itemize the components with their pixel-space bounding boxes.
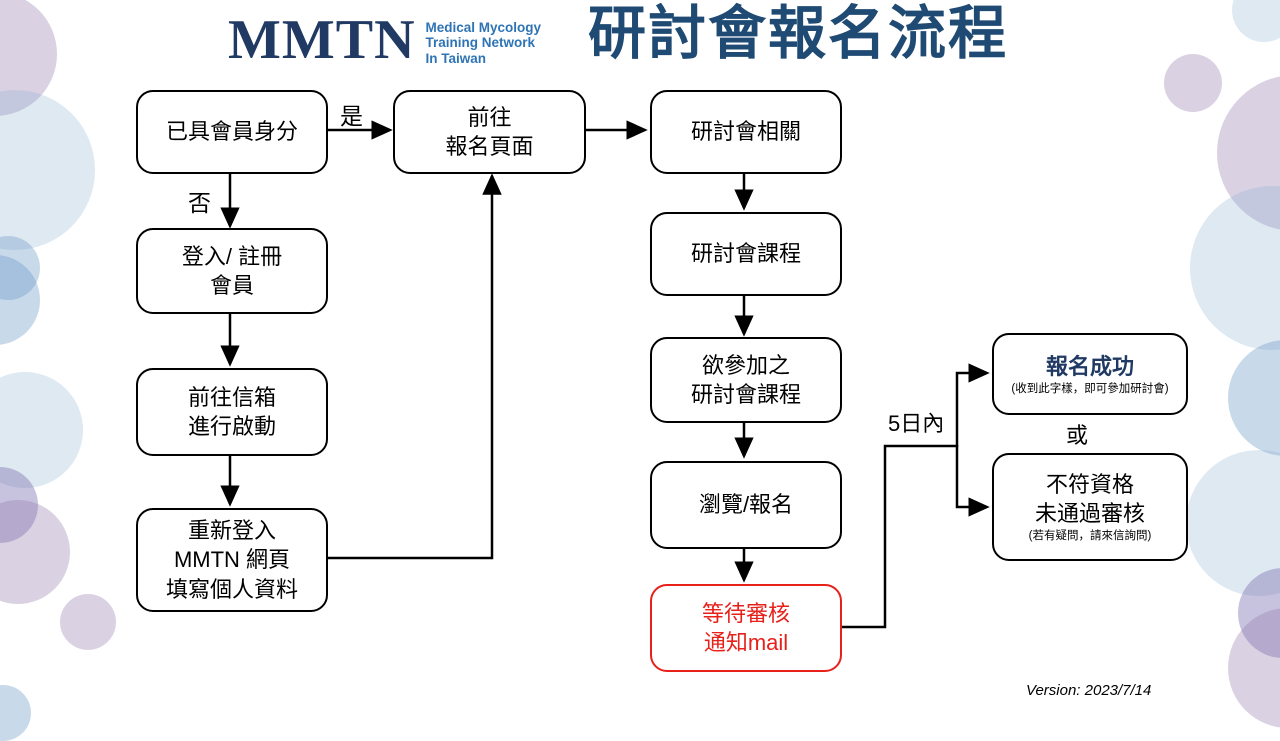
flow-box-label: 重新登入	[187, 518, 276, 544]
page-title: 研討會報名流程	[588, 1, 1009, 66]
flow-box-label: 不符資格	[1045, 472, 1134, 498]
flow-box-relogin-fill-profile: 重新登入 MMTN 網頁 填寫個人資料	[136, 508, 328, 612]
flow-box-label: 通知mail	[703, 630, 789, 655]
flow-box-seminar-related: 研討會相關	[650, 90, 842, 174]
flow-box-not-qualified: 不符資格 未通過審核 (若有疑問，請來信詢問)	[992, 453, 1188, 561]
flow-box-label: 報名頁面	[445, 134, 534, 159]
flow-box-mailbox-activate: 前往信箱 進行啟動	[136, 368, 328, 456]
flow-box-goto-registration: 前往 報名頁面	[393, 90, 586, 174]
flow-box-label: 研討會課程	[690, 382, 801, 407]
flow-box-label: 會員	[209, 273, 254, 298]
flow-box-label: 已具會員身分	[165, 119, 298, 145]
flow-box-label: 前往	[467, 104, 512, 130]
logo-subtitle-line: Medical Mycology	[425, 19, 542, 35]
edge-label-or: 或	[1066, 423, 1089, 448]
mmtn-logo-text: MMTN	[228, 9, 416, 71]
flow-box-seminar-course: 研討會課程	[650, 212, 842, 296]
flow-box-registration-success: 報名成功 (收到此字樣，即可參加研討會)	[992, 333, 1188, 415]
flow-box-label: 報名成功	[1045, 353, 1134, 379]
flow-connectors	[220, 120, 990, 629]
edge-label-within-5-days: 5日內	[888, 411, 945, 436]
logo-subtitle-line: Training Network	[425, 35, 536, 51]
flow-box-label: MMTN 網頁	[173, 547, 291, 573]
edge-label-yes: 是	[340, 103, 363, 129]
flow-box-note: (收到此字樣，即可參加研討會)	[1011, 382, 1169, 395]
mmtn-logo-subtitle: Medical Mycology Training Network In Tai…	[426, 14, 542, 67]
flow-box-label: 進行啟動	[187, 414, 276, 439]
background-circle	[1164, 54, 1222, 112]
flow-box-wait-review-mail: 等待審核 通知mail	[650, 584, 842, 672]
flow-box-label: 等待審核	[701, 600, 790, 626]
logo-subtitle-line: In Taiwan	[425, 50, 487, 66]
flow-box-member: 已具會員身分	[136, 90, 328, 174]
flow-box-label: 填寫個人資料	[165, 576, 298, 602]
flow-box-label: 研討會課程	[690, 241, 801, 267]
flow-box-label: 前往信箱	[187, 384, 276, 410]
flow-box-label: 研討會相關	[690, 119, 801, 145]
flow-box-login-register: 登入/ 註冊 會員	[136, 228, 328, 314]
flow-box-browse-register: 瀏覽/報名	[650, 461, 842, 549]
background-circle	[60, 594, 116, 650]
version-text: Version: 2023/7/14	[1026, 682, 1152, 699]
mmtn-logo: MMTN Medical Mycology Training Network I…	[228, 12, 541, 68]
flow-box-note: (若有疑問，請來信詢問)	[1028, 530, 1152, 543]
flow-box-label: 登入/ 註冊	[181, 243, 283, 269]
flow-box-label: 瀏覽/報名	[698, 492, 794, 518]
edge-label-no: 否	[188, 190, 211, 216]
flow-box-label: 未通過審核	[1034, 501, 1145, 527]
flow-box-desired-course: 欲參加之 研討會課程	[650, 337, 842, 423]
flow-box-label: 欲參加之	[701, 352, 790, 378]
